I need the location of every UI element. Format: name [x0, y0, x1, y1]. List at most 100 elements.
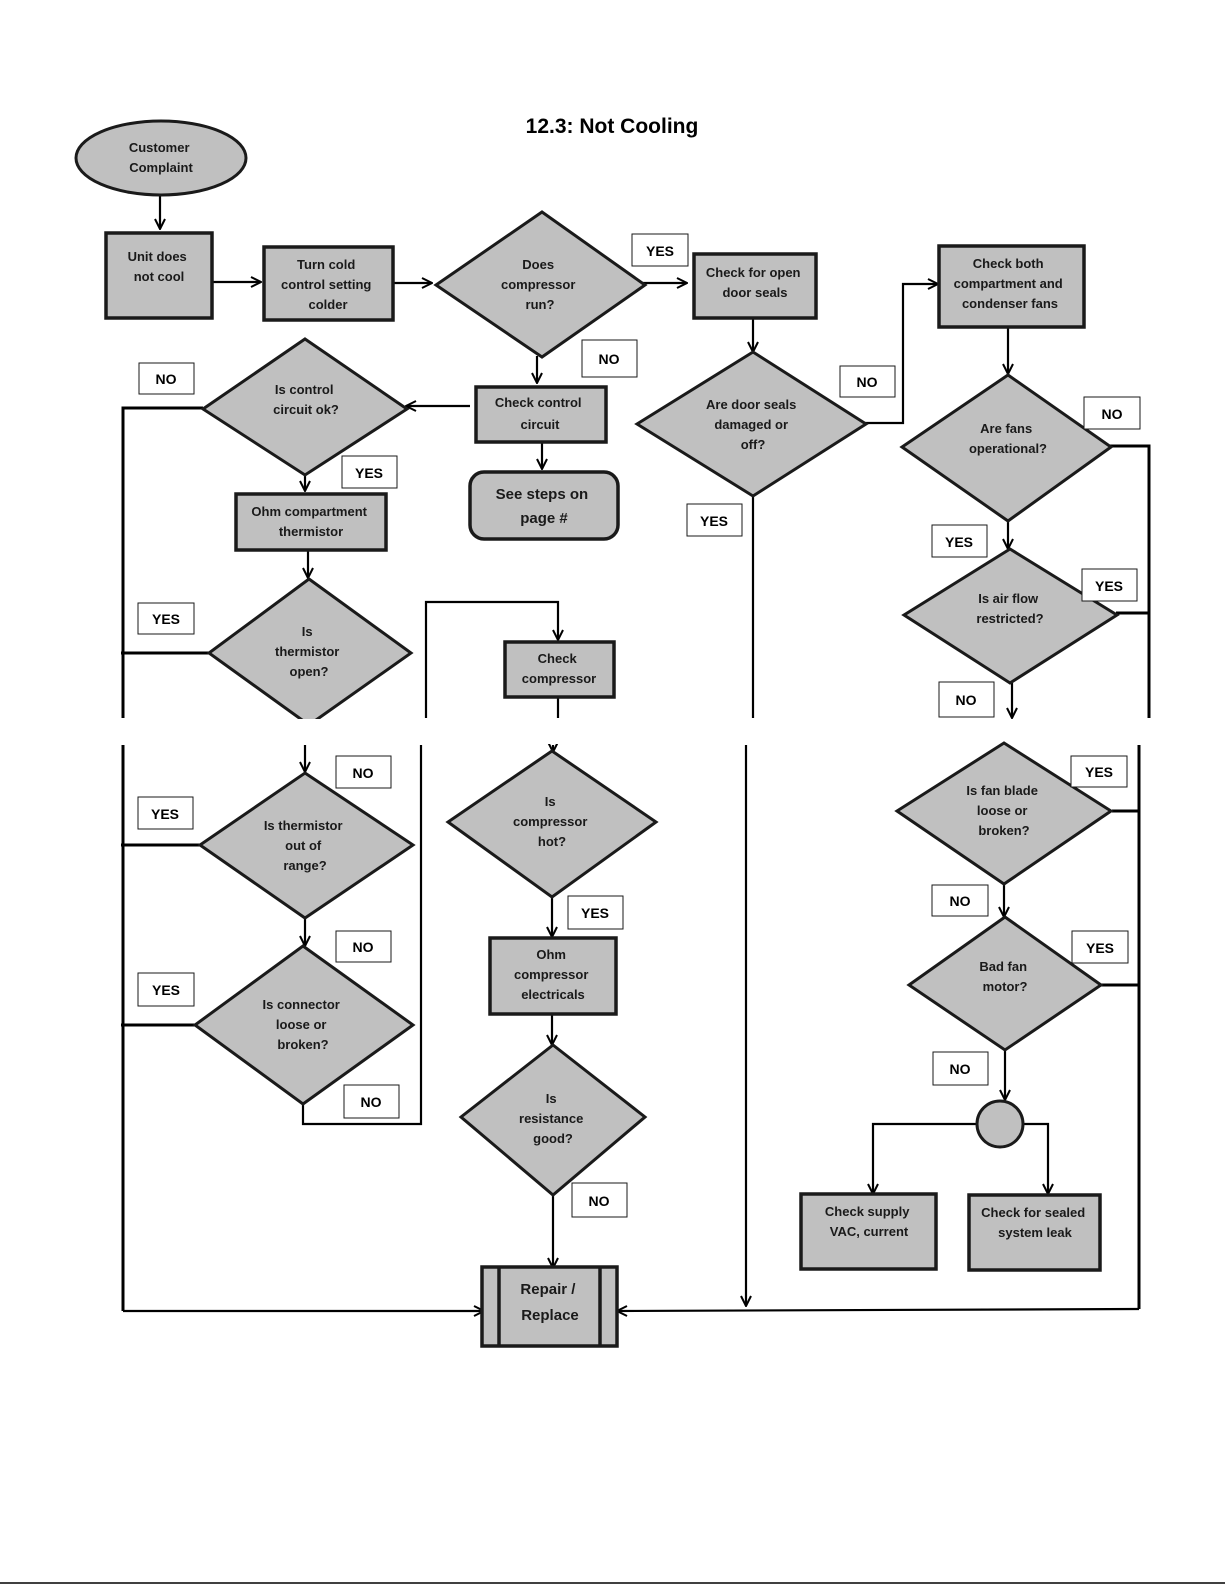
node-check-compressor: Check compressor [503, 640, 616, 699]
node-check-both-fans: Check both compartment and condenser fan… [937, 244, 1086, 329]
svg-text:YES: YES [151, 806, 179, 822]
svg-text:YES: YES [152, 982, 180, 998]
node-line: Is control [275, 382, 334, 397]
connector-connector-no [301, 745, 423, 1126]
node-repair-replace: Repair / Replace [480, 1265, 619, 1348]
node-line: page # [520, 510, 568, 527]
svg-text:NO: NO [353, 939, 374, 955]
label-yes: YES [931, 524, 988, 558]
label-yes: YES [1070, 755, 1128, 788]
node-line: compressor [513, 814, 587, 829]
node-line: Are fans [980, 421, 1032, 436]
node-line: Turn cold [297, 257, 355, 272]
svg-text:YES: YES [1085, 764, 1113, 780]
node-line: Check for open [706, 265, 801, 280]
label-yes: YES [137, 796, 194, 830]
svg-text:Is resistance good: Is resistance good? [519, 1091, 587, 1146]
svg-text:YES: YES [152, 611, 180, 627]
node-line: Check for sealed [981, 1205, 1085, 1220]
svg-text:YES: YES [945, 534, 973, 550]
label-yes: YES [631, 233, 689, 267]
label-no: NO [138, 362, 195, 395]
node-check-control-circuit: Check control circuit [474, 385, 608, 444]
connector-loop-to-check-compressor [424, 600, 558, 718]
node-line: compressor [514, 967, 588, 982]
label-no: NO [931, 884, 989, 917]
flow-connectors [121, 195, 1151, 1311]
node-line: Is [302, 624, 313, 639]
svg-text:Check supply VAC, curren: Check supply VAC, current [825, 1204, 913, 1239]
node-turn-cold-control: Turn cold control setting colder [262, 245, 395, 322]
node-line: Does [522, 257, 554, 272]
svg-text:Customer Complaint: Customer Complaint [129, 140, 194, 175]
node-line: loose or [977, 803, 1028, 818]
node-line: system leak [998, 1225, 1072, 1240]
node-ohm-compartment-thermistor: Ohm compartment thermistor [234, 492, 388, 552]
label-no: NO [932, 1051, 989, 1086]
svg-text:Does compressor ru: Does compressor run? [501, 257, 579, 312]
node-ohm-compressor-electricals: Ohm compressor electricals [488, 936, 618, 1016]
node-is-connector-loose: Is connector loose or broken? [192, 944, 416, 1106]
svg-text:See steps on page #: See steps on page # [496, 486, 593, 527]
node-line: resistance [519, 1111, 583, 1126]
svg-text:NO: NO [857, 374, 878, 390]
node-line: Ohm [536, 947, 566, 962]
node-is-control-circuit-ok: Is control circuit ok? [200, 337, 410, 477]
node-line: damaged or [714, 417, 788, 432]
node-line: Is [545, 794, 556, 809]
node-are-fans-operational: Are fans operational? [899, 373, 1114, 523]
node-line: Check supply [825, 1204, 910, 1219]
connector-operational-no [1110, 444, 1151, 718]
svg-text:Is thermistor open: Is thermistor open? [275, 624, 343, 679]
svg-text:NO: NO [361, 1094, 382, 1110]
node-line: Repair / [520, 1281, 576, 1298]
label-no: NO [1083, 396, 1141, 430]
svg-text:NO: NO [950, 893, 971, 909]
svg-text:Are fans operational?: Are fans operational? [969, 421, 1047, 456]
svg-text:NO: NO [156, 371, 177, 387]
svg-text:Unit does not cool: Unit does not cool [128, 249, 191, 284]
svg-text:Is fan blade loose or: Is fan blade loose or broken? [966, 783, 1041, 838]
node-line: Check [538, 651, 578, 666]
node-line: restricted? [976, 611, 1043, 626]
node-line: Replace [521, 1307, 579, 1324]
node-line: hot? [538, 834, 566, 849]
node-line: See steps on [496, 486, 589, 503]
svg-text:Ohm compartment thermist: Ohm compartment thermistor [251, 504, 370, 539]
svg-text:YES: YES [581, 905, 609, 921]
label-no: NO [938, 681, 995, 718]
svg-text:NO: NO [950, 1061, 971, 1077]
svg-text:Bad fan motor?: Bad fan motor? [979, 959, 1030, 994]
node-is-compressor-hot: Is compressor hot? [445, 749, 659, 899]
node-is-air-flow-restricted: Is air flow restricted? [901, 547, 1120, 685]
svg-text:Check for sealed system: Check for sealed system leak [981, 1205, 1089, 1240]
node-line: Bad fan [979, 959, 1027, 974]
node-is-thermistor-open: Is thermistor open? [206, 577, 414, 727]
svg-text:Ohm compressor ele: Ohm compressor electricals [514, 947, 592, 1002]
node-door-seals-damaged: Are door seals damaged or off? [634, 350, 869, 498]
label-no: NO [581, 339, 638, 378]
svg-text:Repair / Replace: Repair / Replace [520, 1281, 579, 1324]
label-no: NO [335, 930, 392, 963]
label-yes: YES [137, 972, 195, 1007]
node-line: broken? [978, 823, 1029, 838]
node-line: Is connector [263, 997, 340, 1012]
node-is-resistance-good: Is resistance good? [458, 1043, 648, 1197]
node-line: compressor [522, 671, 596, 686]
node-check-sealed-system-leak: Check for sealed system leak [967, 1193, 1102, 1272]
node-line: circuit [520, 417, 560, 432]
svg-text:NO: NO [1102, 406, 1123, 422]
connector-right-trunk-to-repair [617, 1309, 1140, 1311]
node-see-steps: See steps on page # [468, 470, 620, 541]
svg-text:Check control circuit: Check control circuit [495, 395, 585, 432]
node-bad-fan-motor: Bad fan motor? [906, 915, 1104, 1052]
node-unit-does-not-cool: Unit does not cool [104, 231, 214, 320]
node-is-fan-blade-loose: Is fan blade loose or broken? [894, 741, 1114, 886]
node-line: electricals [521, 987, 585, 1002]
node-customer-complaint: Customer Complaint [74, 119, 248, 197]
svg-text:Is connector loose or: Is connector loose or broken? [263, 997, 344, 1052]
label-yes: YES [686, 503, 743, 537]
connector-junction-to-leak [1024, 1122, 1048, 1194]
label-no: NO [335, 755, 392, 789]
